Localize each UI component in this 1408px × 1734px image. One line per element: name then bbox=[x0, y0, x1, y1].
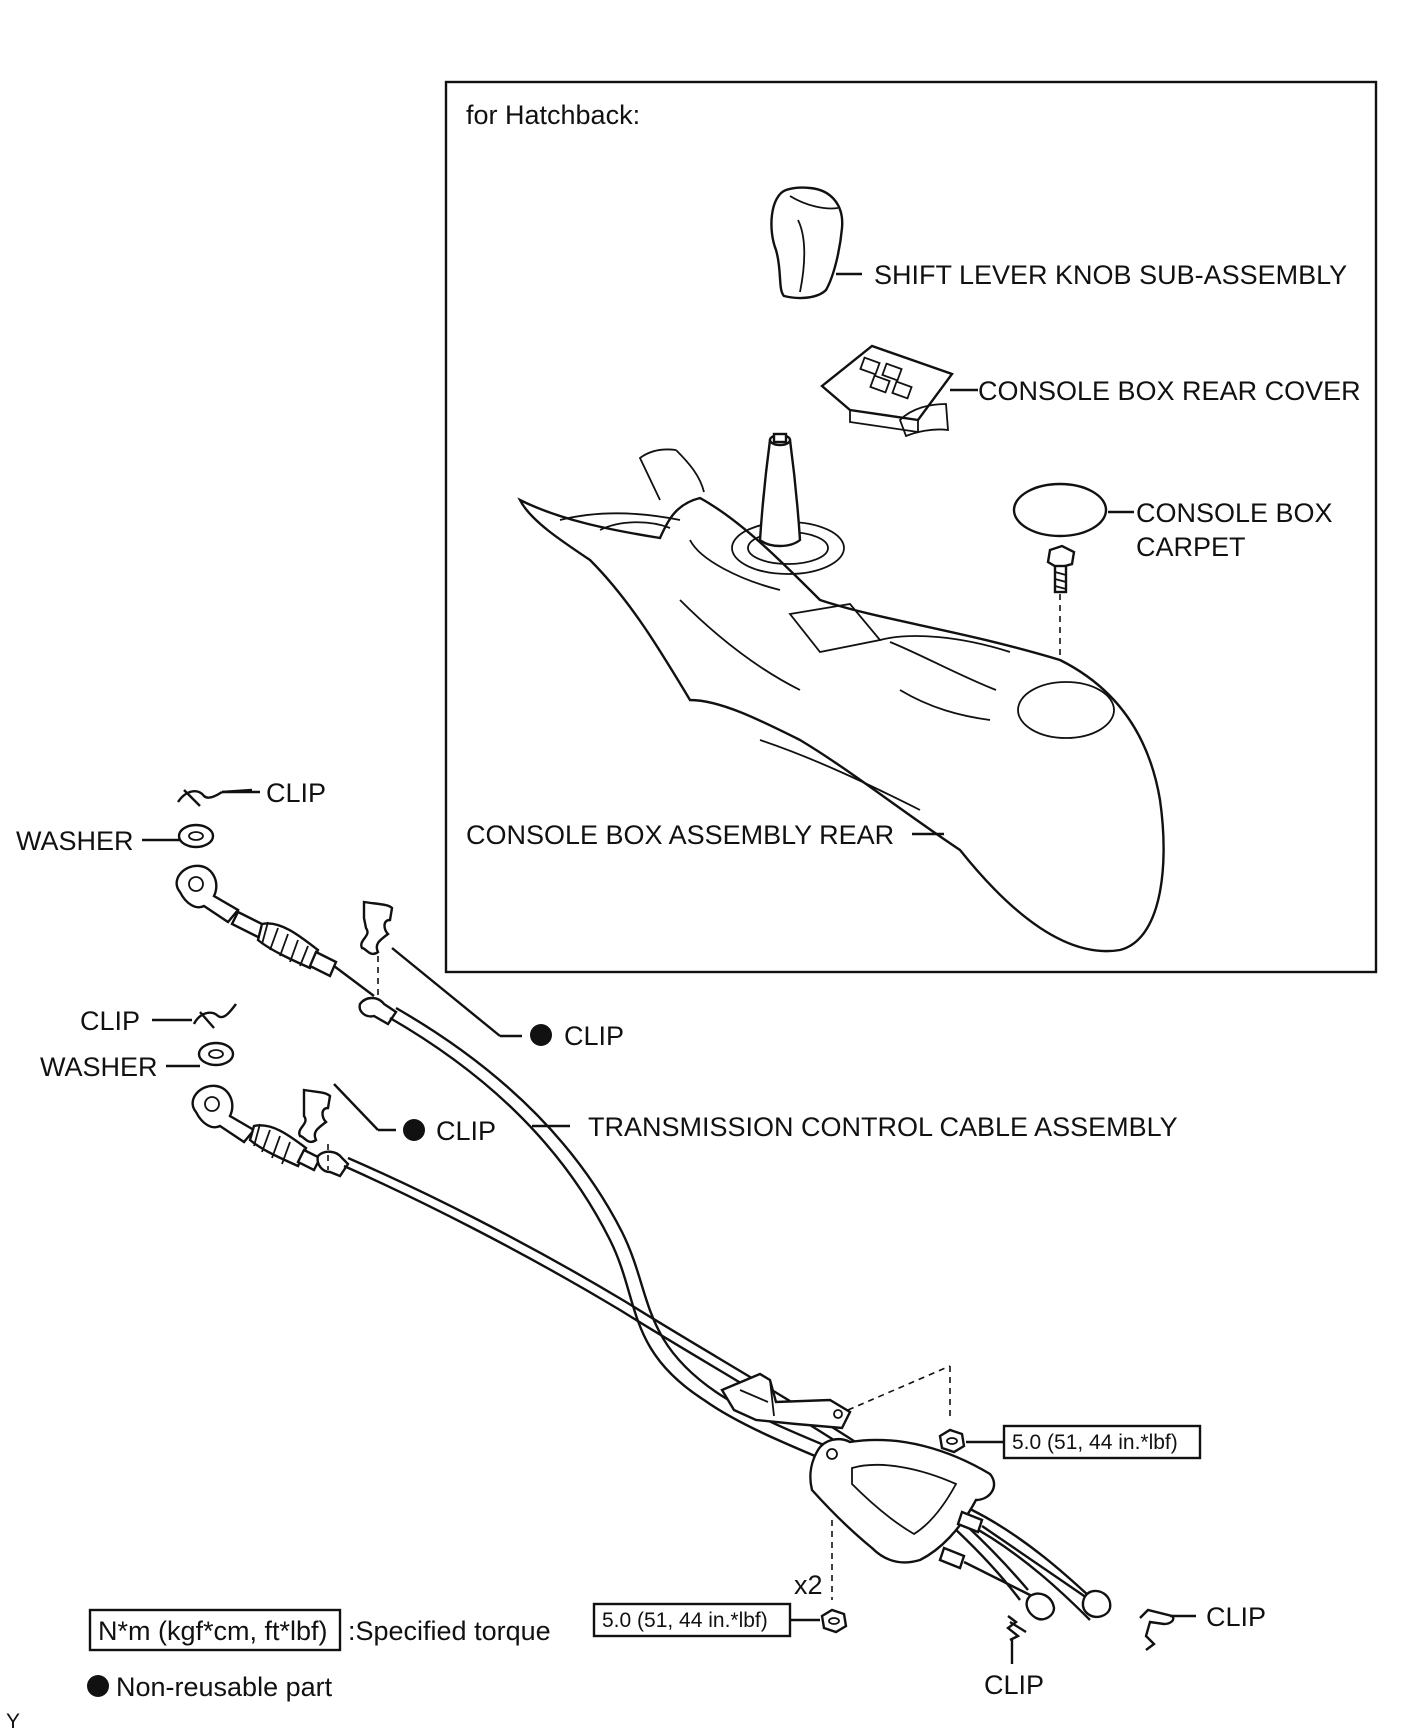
inset-frame bbox=[444, 80, 1378, 974]
leader-clip-nonreusable-upper bbox=[391, 947, 501, 1037]
label-clip-mid: CLIP bbox=[80, 1006, 140, 1036]
legend-torque-box bbox=[88, 1608, 342, 1652]
label-rear-cover: CONSOLE BOX REAR COVER bbox=[978, 376, 1361, 406]
upper-cable-end: CLIP WASHER CLIP bbox=[16, 778, 624, 1051]
label-washer-upper: WASHER bbox=[16, 826, 134, 856]
legend-torque-box-text: N*m (kgf*cm, ft*lbf) bbox=[98, 1616, 328, 1646]
label-carpet-line1: CONSOLE BOX bbox=[1136, 498, 1333, 528]
torque-lower: 5.0 (51, 44 in.*lbf) bbox=[602, 1609, 768, 1632]
washer-upper bbox=[177, 823, 215, 849]
label-shift-knob: SHIFT LEVER KNOB SUB-ASSEMBLY bbox=[874, 260, 1347, 290]
label-clip-upper: CLIP bbox=[266, 778, 326, 808]
label-clip-nonreusable-lower: CLIP bbox=[436, 1116, 496, 1146]
clip-bottom bbox=[1006, 1615, 1027, 1642]
legend: N*m (kgf*cm, ft*lbf) :Specified torque N… bbox=[87, 1608, 551, 1702]
label-carpet-line2: CARPET bbox=[1136, 532, 1246, 562]
hatchback-inset: for Hatchback: SHIFT LEVER KNOB SUB-ASSE… bbox=[444, 80, 1378, 974]
lower-cable-end: CLIP WASHER CLIP bbox=[40, 1003, 496, 1178]
cable-bracket bbox=[720, 1365, 951, 1430]
label-cable-assembly: TRANSMISSION CONTROL CABLE ASSEMBLY bbox=[588, 1112, 1178, 1142]
label-qty: x2 bbox=[794, 1570, 823, 1600]
inset-title: for Hatchback: bbox=[466, 100, 640, 130]
label-clip-bottom-right: CLIP bbox=[1206, 1602, 1266, 1632]
clip-mid bbox=[192, 1003, 237, 1029]
shift-lever-base bbox=[809, 1438, 1112, 1621]
leader-clip-nonreusable-lower bbox=[333, 1083, 379, 1131]
label-console-rear: CONSOLE BOX ASSEMBLY REAR bbox=[466, 820, 894, 850]
nonreusable-mark-upper bbox=[530, 1024, 552, 1046]
clip-bottom-right bbox=[1139, 1608, 1175, 1651]
nonreusable-mark-lower bbox=[403, 1119, 425, 1141]
label-washer-lower: WASHER bbox=[40, 1052, 158, 1082]
torque-upper: 5.0 (51, 44 in.*lbf) bbox=[1012, 1431, 1178, 1454]
legend-torque-text: :Specified torque bbox=[348, 1616, 551, 1646]
console-bolt bbox=[1046, 544, 1076, 594]
legend-nonreusable-mark bbox=[87, 1675, 109, 1697]
clip-nonreusable-lower bbox=[298, 1088, 332, 1144]
corner-mark: Y bbox=[6, 1710, 20, 1733]
console-box-carpet bbox=[1012, 482, 1108, 538]
label-clip-nonreusable-upper: CLIP bbox=[564, 1021, 624, 1051]
nut-upper bbox=[938, 1428, 966, 1454]
washer-lower bbox=[197, 1041, 235, 1067]
shift-lever-knob bbox=[770, 186, 844, 300]
clip-nonreusable-upper bbox=[360, 900, 394, 956]
console-box-rear-cover bbox=[820, 344, 954, 438]
nut-lower bbox=[820, 1608, 848, 1634]
legend-nonreusable-text: Non-reusable part bbox=[116, 1672, 333, 1702]
console-box-assembly-rear bbox=[517, 432, 1165, 953]
label-clip-bottom: CLIP bbox=[984, 1670, 1044, 1700]
transmission-control-cable bbox=[343, 1006, 1103, 1621]
